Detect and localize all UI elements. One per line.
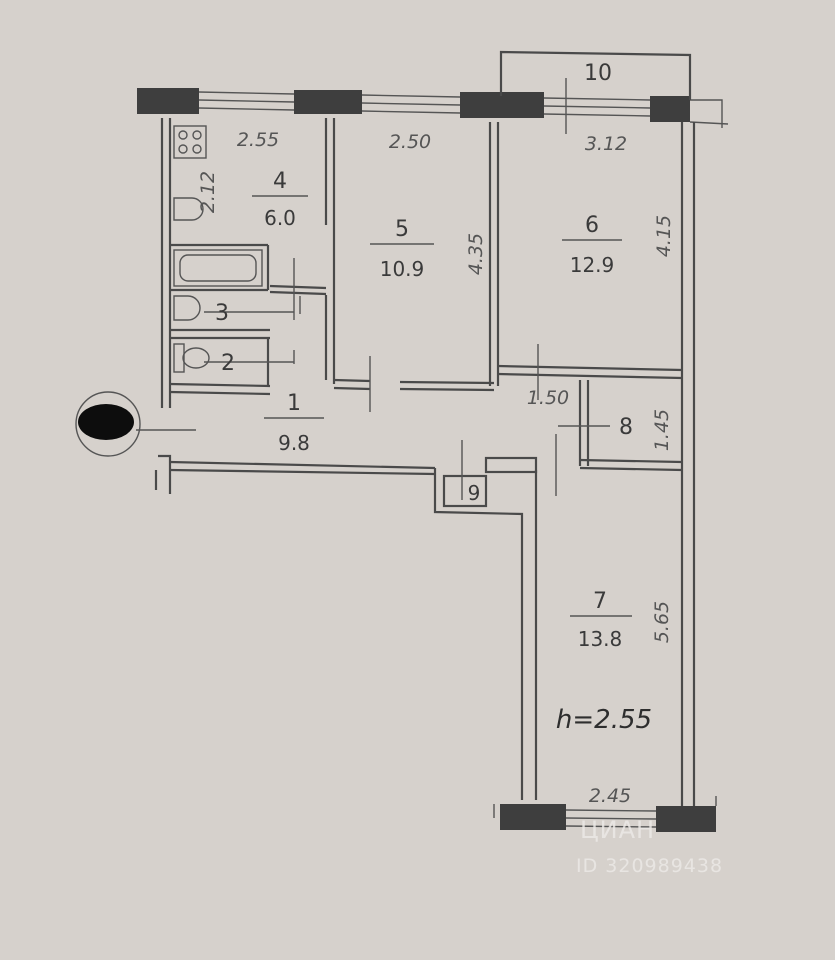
kitchen-sink-icon: [173, 197, 204, 221]
room-1-area: 9.8: [278, 431, 310, 455]
entrance-marker: [75, 391, 141, 457]
room-6-number: 6: [585, 213, 599, 238]
dim-room7-width: 2.45: [589, 785, 631, 807]
room-8-number: 8: [619, 415, 633, 440]
door-marks: [136, 258, 610, 500]
ceiling-height-label: h=2.55: [556, 705, 652, 735]
balcony-outline: [499, 50, 692, 100]
bathtub-icon: [173, 249, 263, 287]
room-9-number: 9: [468, 481, 481, 505]
dim-room5-width: 2.50: [389, 131, 431, 153]
room-5-number: 5: [395, 217, 409, 242]
top-wall: [137, 88, 729, 128]
dim-room7-depth: 5.65: [651, 601, 673, 643]
room-3-number: 3: [215, 301, 229, 326]
room-7-area: 13.8: [578, 627, 623, 651]
bottom-wall: [493, 796, 717, 832]
room-2-number: 2: [221, 351, 235, 376]
dim-room5-depth: 4.35: [465, 233, 487, 275]
watermark-id: ID 320989438: [576, 855, 723, 877]
dim-room6-depth: 4.15: [653, 215, 675, 257]
room-4-area: 6.0: [264, 206, 296, 230]
room-5-area: 10.9: [380, 257, 425, 281]
stove-icon: [173, 125, 207, 159]
dim-room6-width: 3.12: [585, 133, 627, 155]
room-7-number: 7: [593, 589, 607, 614]
room-6-area: 12.9: [570, 253, 615, 277]
dim-room4-depth: 2.12: [197, 171, 219, 213]
washbasin-icon: [173, 295, 201, 321]
exterior-walls: [154, 118, 696, 810]
interior-walls: [169, 118, 683, 508]
watermark-brand: ЦИАН: [580, 816, 655, 844]
room-4-number: 4: [273, 169, 287, 194]
dim-room8-depth: 1.45: [651, 409, 673, 451]
top-windows: [198, 78, 651, 134]
room-1-number: 1: [287, 391, 301, 416]
dim-corridor-width: 1.50: [527, 387, 569, 409]
room-10-number: 10: [584, 61, 612, 86]
dim-room4-width: 2.55: [237, 129, 279, 151]
toilet-icon: [173, 343, 210, 373]
